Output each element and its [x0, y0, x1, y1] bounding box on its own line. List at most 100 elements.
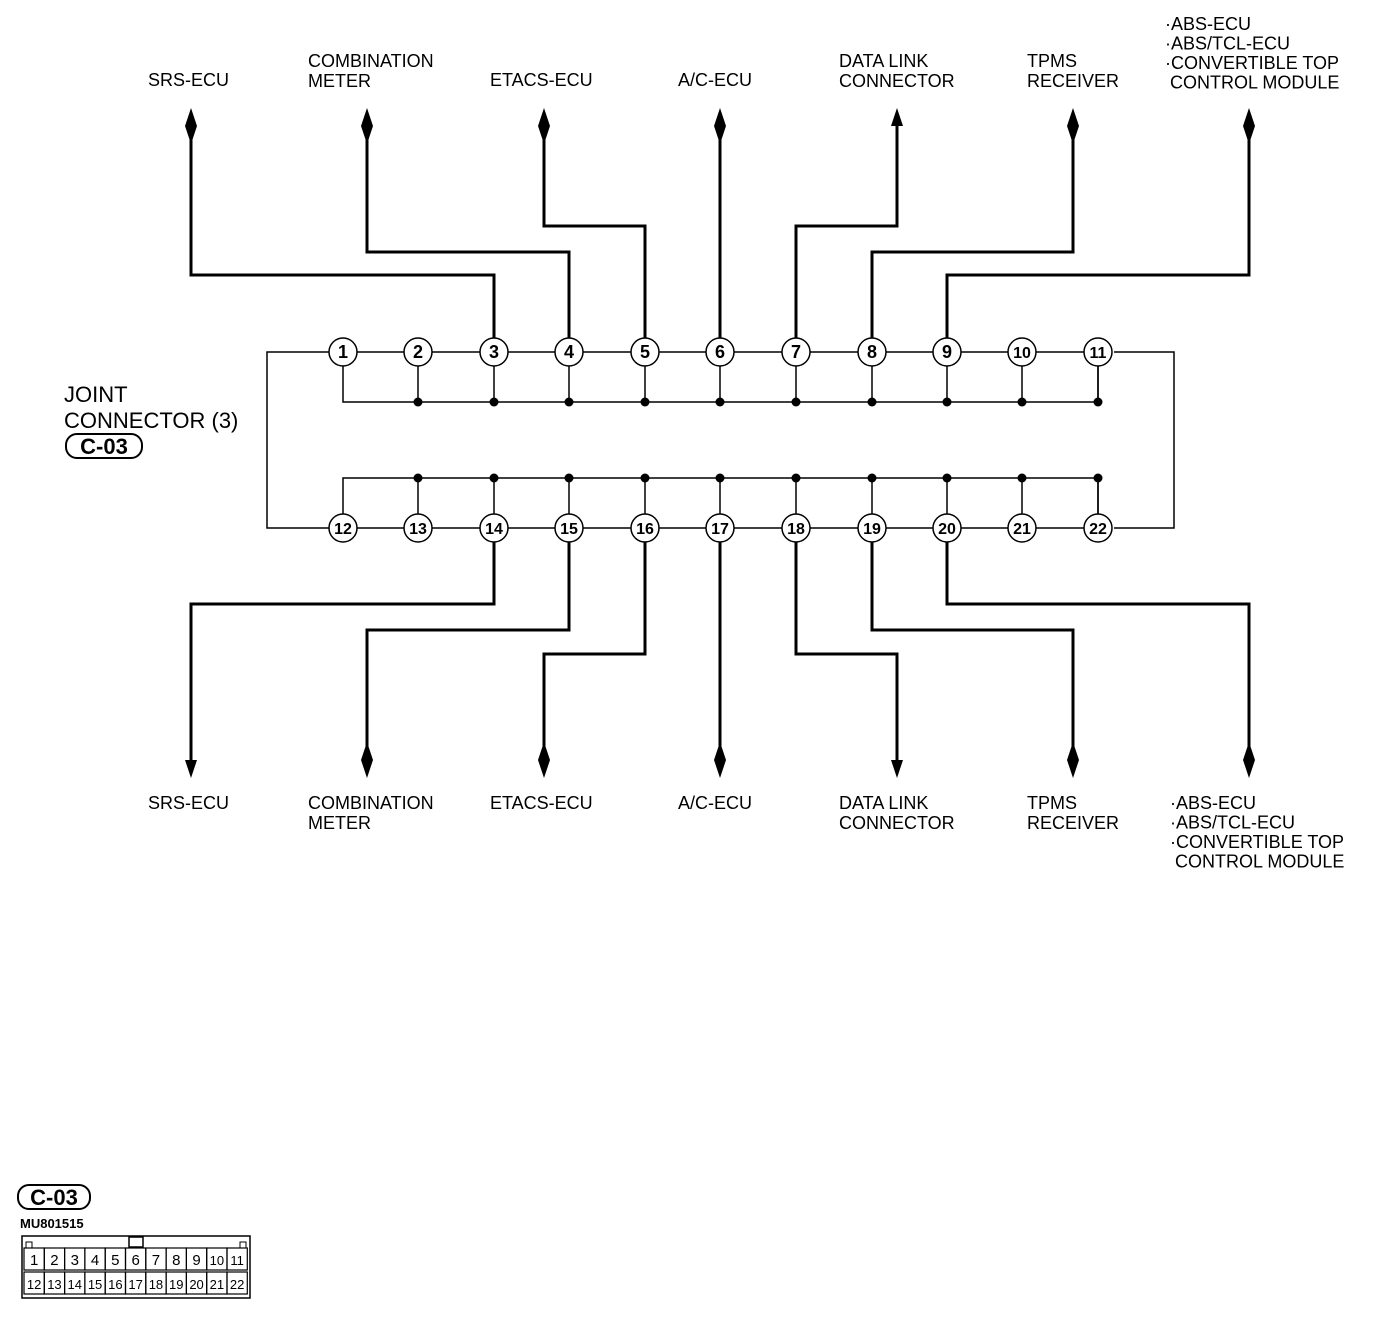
top-junction-dot	[640, 397, 650, 407]
top-pin-4: 4	[554, 337, 584, 367]
cavity-9: 9	[185, 1247, 208, 1271]
pin-number: 10	[1013, 345, 1031, 362]
destination-label-line: CONTROL MODULE	[1170, 852, 1344, 872]
top-pin-7: 7	[781, 337, 811, 367]
wire	[361, 542, 571, 778]
pin-number: 16	[636, 521, 654, 538]
housing-key	[128, 1236, 144, 1248]
bottom-destination-pin-17: A/C-ECU	[678, 793, 752, 813]
arrow-head-up	[714, 742, 726, 760]
destination-label-line: COMBINATION	[308, 793, 434, 813]
housing-latch-right	[239, 1241, 247, 1249]
top-junction-dot	[715, 397, 725, 407]
arrow-head-down	[185, 760, 197, 778]
pin-circle	[630, 513, 660, 543]
bottom-pin-21: 21	[1007, 513, 1037, 543]
bottom-destination-pin-20: ·ABS-ECU·ABS/TCL-ECU·CONVERTIBLE TOP CON…	[1170, 793, 1344, 872]
cavity-13: 13	[43, 1271, 66, 1295]
top-junction-dot	[791, 397, 801, 407]
bottom-pin-19: 19	[857, 513, 887, 543]
bottom-pin-12: 12	[328, 513, 358, 543]
top-pin-9: 9	[932, 337, 962, 367]
pin-circle	[857, 337, 887, 367]
cavity-number: 17	[128, 1277, 142, 1292]
cavity-12: 12	[23, 1271, 45, 1295]
destination-label-line: COMBINATION	[308, 51, 434, 71]
cavity-box	[226, 1271, 248, 1295]
bottom-wires	[185, 542, 1255, 778]
cavity-11: 11	[226, 1247, 248, 1271]
top-junction-dot	[564, 397, 574, 407]
arrow-head-up	[361, 108, 373, 126]
arrow-head-down	[361, 126, 373, 144]
arrow-head-down	[185, 126, 197, 144]
bottom-pin-20: 20	[932, 513, 962, 543]
wire	[538, 108, 647, 338]
wire-path	[870, 542, 1075, 760]
pin-number: 13	[409, 521, 427, 538]
top-destination-pin-9: ·ABS-ECU·ABS/TCL-ECU·CONVERTIBLE TOP CON…	[1165, 14, 1339, 93]
top-junction-dot	[489, 397, 499, 407]
pin-circle	[554, 337, 584, 367]
bus-lines	[357, 351, 1103, 529]
housing-latch-left	[25, 1241, 33, 1249]
arrow-head-down	[1243, 760, 1255, 778]
wire	[185, 108, 496, 338]
pin-number: 11	[1090, 345, 1107, 362]
wire	[714, 108, 726, 338]
pin-number: 14	[485, 521, 503, 538]
pin-number: 9	[942, 342, 952, 362]
bottom-pin-18: 18	[781, 513, 811, 543]
pin-number: 3	[489, 342, 499, 362]
bottom-junction-dot	[564, 473, 574, 483]
cavity-number: 11	[230, 1253, 244, 1268]
wire	[870, 108, 1079, 338]
cavity-number: 21	[210, 1277, 224, 1292]
pin-number: 7	[791, 342, 801, 362]
bottom-pin-15: 15	[554, 513, 584, 543]
wire	[361, 108, 571, 338]
pin-circle	[328, 513, 358, 543]
pin-number: 15	[560, 521, 578, 538]
bottom-destination-pin-14: SRS-ECU	[148, 793, 229, 813]
destination-label-line: TPMS	[1027, 51, 1077, 71]
destination-label-line: TPMS	[1027, 793, 1077, 813]
cavity-number: 7	[152, 1252, 160, 1269]
cavity-number: 12	[27, 1277, 41, 1292]
arrow-head-down	[1243, 126, 1255, 144]
wire	[794, 108, 903, 338]
cavity-16: 16	[104, 1271, 127, 1295]
top-pin-11: 11	[1083, 337, 1113, 367]
pin-circle	[403, 513, 433, 543]
wire-path	[542, 126, 647, 338]
cavity-number: 4	[91, 1252, 99, 1269]
cavity-number: 14	[68, 1277, 82, 1292]
destination-label-line: ETACS-ECU	[490, 793, 593, 813]
top-destination-pin-5: ETACS-ECU	[490, 70, 593, 90]
destination-label-line: ·CONVERTIBLE TOP	[1165, 53, 1339, 73]
cavity-number: 18	[149, 1277, 163, 1292]
joint-connector-title-2: CONNECTOR (3)	[64, 408, 238, 433]
top-pin-1: 1	[328, 337, 358, 367]
cavity-15: 15	[84, 1271, 106, 1295]
arrow-head-down	[714, 760, 726, 778]
pin-number: 1	[338, 342, 348, 362]
bottom-junction-dot	[640, 473, 650, 483]
connector-view-code-badge	[17, 1184, 91, 1210]
bottom-destination-pin-16: ETACS-ECU	[490, 793, 593, 813]
pin-number: 4	[564, 342, 574, 362]
pin-circle	[781, 337, 811, 367]
cavity-2: 2	[43, 1247, 66, 1271]
pin-circle	[705, 337, 735, 367]
cavity-number: 13	[47, 1277, 61, 1292]
connector-view-code: C-03	[30, 1185, 78, 1210]
arrow-head-up	[1243, 108, 1255, 126]
pin-circle	[1083, 337, 1113, 367]
wire	[794, 542, 903, 778]
pin-number: 8	[867, 342, 877, 362]
top-pin-3: 3	[479, 337, 509, 367]
